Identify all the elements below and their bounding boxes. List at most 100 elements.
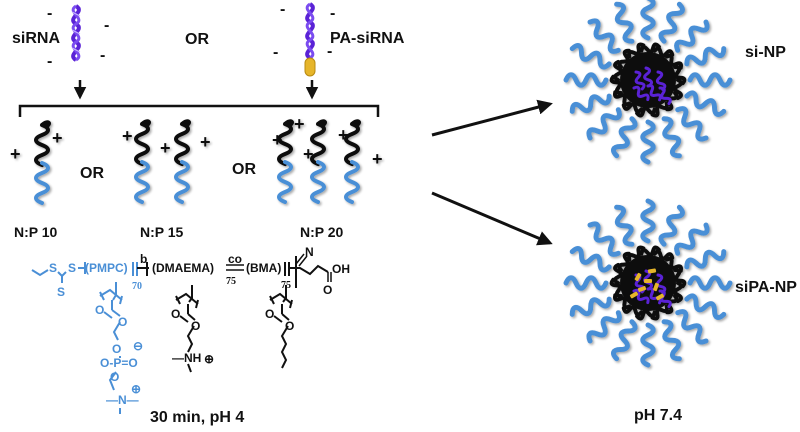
- np-ratio-label: N:P 20: [300, 224, 344, 240]
- negative-charge-icon: ⊖: [133, 339, 143, 353]
- pmpc-corona-chain: [690, 278, 730, 289]
- positive-charge: +: [200, 132, 211, 152]
- pmpc-corona-chain: [586, 106, 622, 142]
- oxygen-atom: O: [323, 283, 332, 297]
- pmpc-corona-chain: [586, 309, 622, 345]
- positive-charge: +: [122, 126, 133, 146]
- pmpc-corona-chain: [643, 201, 654, 241]
- palmitic-acid-tail: [644, 279, 652, 283]
- pmpc-corona-chain: [570, 44, 611, 69]
- pmpc-corona-chain: [570, 294, 611, 319]
- palmitic-acid-tail: [653, 282, 659, 292]
- pmpc-corona-chain: [570, 91, 611, 116]
- copolymer-label: co: [228, 252, 242, 266]
- polymer-chains: ++++++++++: [10, 114, 383, 205]
- positive-charge: +: [338, 125, 349, 145]
- pmpc-corona-chain: [570, 247, 611, 272]
- sulfur-atom: S: [57, 285, 65, 299]
- pmpc-corona-chain: [659, 320, 684, 361]
- palmitic-acid-tail: [634, 272, 642, 282]
- polymer-chain: [134, 119, 151, 204]
- or-label: OR: [185, 31, 209, 48]
- pmpc-corona-chain: [674, 18, 710, 54]
- pmpc-corona-chain: [685, 247, 726, 272]
- or-label: OR: [80, 165, 104, 182]
- pmpc-corona-chain: [659, 117, 684, 158]
- minus-charge: -: [100, 47, 105, 64]
- minus-charge: -: [280, 1, 285, 18]
- pmpc-corona-chain: [690, 75, 730, 86]
- pmpc-corona-chain: [612, 117, 637, 158]
- pmpc-block-label: (PMPC): [85, 261, 128, 275]
- polymer-chain: [277, 119, 294, 204]
- positive-charge: +: [372, 149, 383, 169]
- dmaema-block-label: (DMAEMA): [152, 261, 214, 275]
- positive-charge-icon: ⊕: [204, 352, 214, 366]
- pmpc-corona-chain: [659, 2, 684, 43]
- phosphate-group: O-P=O: [100, 356, 138, 370]
- sirna-helix-icon: [71, 4, 81, 62]
- hydroxyl-group: OH: [332, 262, 350, 276]
- positive-charge: +: [272, 130, 283, 150]
- pmpc-corona-chain: [685, 294, 726, 319]
- pmpc-corona-chain: [674, 221, 710, 257]
- polymer-chain: [34, 120, 51, 205]
- or-label: OR: [232, 161, 256, 178]
- positive-charge-icon: ⊕: [131, 382, 141, 396]
- palmitic-acid-tail: [629, 291, 639, 299]
- bma-block-label: (BMA): [246, 261, 281, 275]
- arrow-to-si-np-icon: [431, 99, 553, 137]
- block-label: b: [140, 252, 147, 266]
- pmpc-corona-chain: [612, 205, 637, 246]
- condition-label-left: 30 min, pH 4: [150, 409, 244, 426]
- pmpc-corona-chain: [586, 221, 622, 257]
- sirna-label: siRNA: [12, 30, 60, 47]
- palmitic-acid-tail: [655, 293, 665, 301]
- oxygen-atom: O: [95, 303, 104, 317]
- pmpc-corona-chain: [566, 278, 606, 289]
- pmpc-corona-chain: [674, 106, 710, 142]
- minus-charge: -: [330, 5, 335, 22]
- oxygen-atom: O: [118, 315, 127, 329]
- pmpc-corona-chain: [659, 205, 684, 246]
- polymer-structure: S S S (PMPC) 70 b O O O O-P=O ⊖ O —N— ⊕ …: [31, 245, 350, 414]
- sulfur-atom: S: [68, 261, 76, 275]
- palmitic-acid-tail-icon: [304, 57, 316, 77]
- np-ratio-label: N:P 15: [140, 224, 184, 240]
- positive-charge: +: [303, 144, 314, 164]
- combine-bracket: [18, 104, 380, 117]
- palmitic-acid-tail: [647, 268, 657, 274]
- pmpc-corona-chain: [612, 2, 637, 43]
- pmpc-repeat-count: 70: [132, 281, 142, 292]
- positive-charge: +: [160, 138, 171, 158]
- minus-charge: -: [47, 53, 52, 70]
- pmpc-corona-chain: [643, 325, 654, 365]
- pmpc-corona-chain: [643, 122, 654, 162]
- sipa-np-label: siPA-NP: [735, 279, 797, 296]
- sirna-group: siRNA - - - -: [12, 4, 109, 100]
- pa-sirna-helix-icon: [305, 2, 315, 60]
- oxygen-atom: O: [110, 370, 119, 384]
- pmpc-corona-chain: [685, 44, 726, 69]
- polymer-chain: [344, 119, 361, 204]
- minus-charge: -: [47, 5, 52, 22]
- dmaema-repeat-count: 75: [226, 276, 236, 287]
- oxygen-atom: O: [265, 307, 274, 321]
- oxygen-atom: O: [191, 319, 200, 333]
- minus-charge: -: [104, 17, 109, 34]
- pmpc-corona-chain: [674, 309, 710, 345]
- pmpc-corona-chain: [566, 75, 606, 86]
- minus-charge: -: [273, 44, 278, 61]
- oxygen-atom: O: [285, 319, 294, 333]
- np-ratio-label: N:P 10: [14, 224, 58, 240]
- positive-charge: +: [10, 144, 21, 164]
- pa-sirna-group: PA-siRNA - - - -: [273, 1, 405, 100]
- si-np-nanoparticle: [566, 0, 730, 162]
- polymer-chain: [174, 119, 191, 204]
- dimethylamino-group: —NH: [172, 351, 201, 365]
- pmpc-corona-chain: [643, 0, 654, 38]
- oxygen-atom: O: [171, 307, 180, 321]
- pmpc-corona-chain: [586, 18, 622, 54]
- nitrile-nitrogen: N: [305, 245, 314, 259]
